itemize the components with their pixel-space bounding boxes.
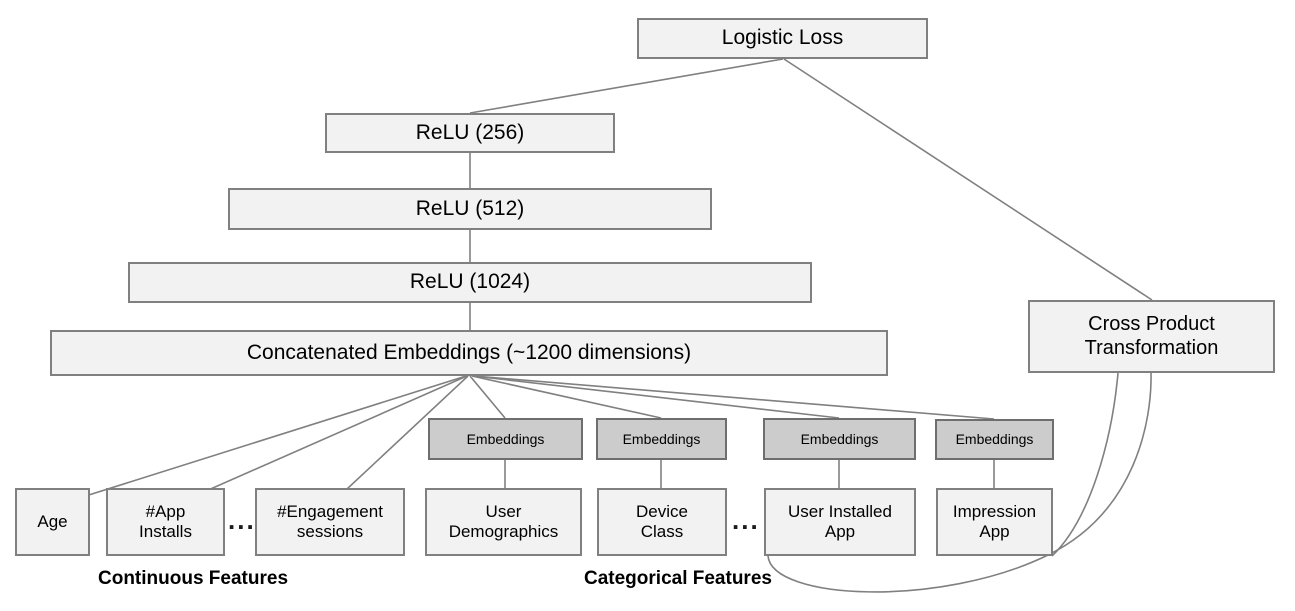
node-feature-app-installs-line2: Installs (139, 522, 192, 541)
node-embeddings-3-label: Embeddings (800, 430, 879, 447)
node-feature-user-installed-app: User Installed App (764, 488, 916, 556)
edge-concat-to-emb-4 (473, 375, 995, 420)
edge-concat-to-emb-3 (472, 375, 840, 419)
node-feature-age-label: Age (37, 511, 68, 531)
edge-loss-to-relu256 (469, 58, 784, 114)
node-embeddings-1-label: Embeddings (466, 430, 545, 447)
node-relu-512-label: ReLU (512) (415, 196, 525, 220)
node-embeddings-2-label: Embeddings (622, 430, 701, 447)
node-feature-impression-app-line2: App (979, 522, 1010, 541)
node-feature-impression-app: Impression App (936, 488, 1053, 556)
node-relu-256: ReLU (256) (325, 113, 615, 153)
node-cross-product-transformation: Cross Product Transformation (1028, 300, 1275, 373)
node-feature-engagement-sessions: #Engagement sessions (255, 488, 405, 556)
ellipsis-continuous: ... (228, 505, 256, 535)
node-relu-1024-label: ReLU (1024) (409, 270, 531, 294)
node-embeddings-3: Embeddings (763, 418, 916, 460)
node-embeddings-4-label: Embeddings (955, 431, 1034, 448)
node-relu-512: ReLU (512) (228, 188, 712, 230)
ellipsis-categorical: ... (732, 505, 760, 535)
node-relu-256-label: ReLU (256) (415, 120, 525, 144)
node-embeddings-4: Embeddings (935, 419, 1054, 460)
edge-impression-app-to-cross (1051, 372, 1119, 557)
edge-concat-to-emb-2 (471, 375, 662, 419)
node-logistic-loss-label: Logistic Loss (721, 26, 844, 50)
edge-user-installed-app-to-cross (767, 372, 1152, 593)
node-feature-user-demographics: User Demographics (425, 488, 582, 556)
node-embeddings-2: Embeddings (596, 418, 727, 460)
edge-concat-to-emb-1 (469, 375, 506, 419)
node-feature-engagement-line1: #Engagement (277, 501, 383, 521)
node-feature-engagement-line2: sessions (296, 522, 364, 541)
node-logistic-loss: Logistic Loss (637, 18, 928, 59)
edge-concat-to-age (56, 375, 467, 506)
node-relu-1024: ReLU (1024) (128, 262, 812, 303)
node-feature-user-installed-app-line1: User Installed (788, 501, 892, 521)
node-feature-impression-app-line1: Impression (952, 501, 1037, 521)
group-label-categorical-features: Categorical Features (584, 568, 772, 589)
node-feature-app-installs-line1: #App (145, 501, 186, 521)
node-concatenated-embeddings: Concatenated Embeddings (~1200 dimension… (50, 330, 888, 376)
node-feature-app-installs: #App Installs (106, 488, 225, 556)
node-feature-age: Age (15, 488, 90, 556)
node-cross-product-line2: Transformation (1084, 336, 1219, 359)
node-cross-product-line1: Cross Product (1088, 312, 1215, 335)
node-concatenated-embeddings-label: Concatenated Embeddings (~1200 dimension… (246, 340, 692, 364)
node-feature-user-installed-app-line2: App (824, 522, 856, 541)
edge-concat-to-app-installs (171, 375, 468, 507)
node-feature-device-class: Device Class (597, 488, 727, 556)
node-feature-device-class-line2: Class (640, 522, 684, 541)
node-feature-device-class-line1: Device (636, 501, 688, 521)
group-label-continuous-features: Continuous Features (98, 568, 289, 589)
node-feature-user-demographics-line2: Demographics (448, 522, 559, 541)
node-feature-user-demographics-line1: User (485, 501, 522, 521)
node-embeddings-1: Embeddings (428, 418, 583, 460)
edge-loss-to-cross (783, 58, 1153, 301)
